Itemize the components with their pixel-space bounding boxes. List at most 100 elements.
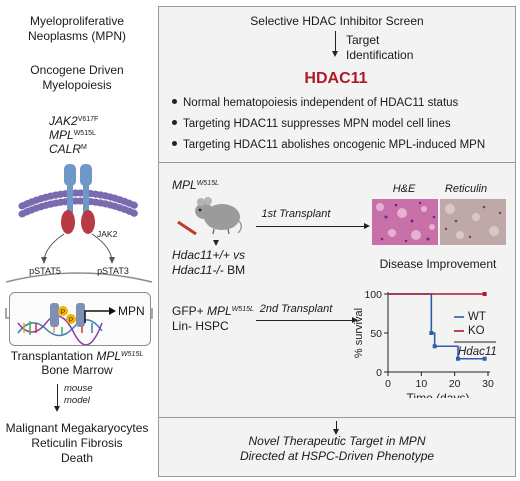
transplant-line1: Transplantation MPLW515L <box>11 349 143 363</box>
y-tick-label: 100 <box>364 289 382 301</box>
series-wt-line <box>388 293 485 360</box>
pstat5-arrow <box>43 233 65 261</box>
mutation-variant: V617F <box>77 116 99 123</box>
hdac-ko-group: Hdac11-/- <box>172 263 224 277</box>
target-line2: Identification <box>346 48 414 62</box>
legend-label-ko: KO <box>468 325 485 337</box>
mutation-calr: CALRM <box>49 142 87 156</box>
transplant-variant: W515L <box>121 351 144 358</box>
conclusion-arrow <box>333 421 339 435</box>
cell-membrane <box>18 189 140 218</box>
oncogene-line2: Myelopoiesis <box>42 78 112 92</box>
transplant-gene: MPL <box>96 349 122 363</box>
mutation-gene: CALR <box>49 142 82 156</box>
divider-bottom <box>158 417 516 418</box>
phospho-label: P <box>69 317 73 324</box>
mouse-model-arrow <box>54 384 60 412</box>
signaling-illustration: JAK2 <box>5 164 153 319</box>
phospho-label: P <box>61 309 65 316</box>
dna-illustration: P P <box>17 303 116 345</box>
gfp-gene: MPL <box>207 304 232 318</box>
pstat3-label: pSTAT3 <box>97 266 129 276</box>
first-transplant-label: 1st Transplant <box>261 208 331 220</box>
conclusion-line2: Directed at HSPC-Driven Phenotype <box>239 449 435 463</box>
gfp-variant: W515L <box>231 306 254 313</box>
hdac11-title: HDAC11 <box>304 70 368 87</box>
lin-hspc-label: Lin- HSPC <box>172 319 229 333</box>
mutation-variant: M <box>81 144 87 151</box>
phospho-markers: P P <box>58 306 76 324</box>
y-tick-label: 0 <box>376 367 382 379</box>
hdac-wt-group: Hdac11+/+ vs <box>172 248 246 262</box>
conclusion-line1: Novel Therapeutic Target in MPN <box>248 434 426 448</box>
mpn-title-line1: Myeloproliferative <box>29 14 125 28</box>
mpn-title-line2: Neoplasms (MPN) <box>27 29 127 43</box>
divider-top <box>158 162 516 163</box>
chart-legend: WT KO Hdac11 <box>454 311 497 358</box>
bullet-abolishes-mpn: Targeting HDAC11 abolishes oncogenic MPL… <box>172 139 485 151</box>
nucleus-top <box>5 272 153 283</box>
disease-improvement-label: Disease Improvement <box>379 257 497 271</box>
pstat5-arrowhead <box>41 257 47 264</box>
second-transplant-arrow <box>256 317 358 323</box>
mutation-jak2: JAK2V617F <box>49 114 98 128</box>
target-line1: Target <box>346 33 380 47</box>
x-tick-label: 30 <box>482 378 494 390</box>
gfp-prefix: GFP+ <box>172 304 208 318</box>
chart-series <box>388 292 487 361</box>
injection-icon <box>177 220 197 236</box>
mutation-gene: JAK2 <box>49 114 78 128</box>
series-wt-point <box>456 356 460 361</box>
x-tick-label: 20 <box>449 378 461 390</box>
screen-title: Selective HDAC Inhibitor Screen <box>250 14 424 28</box>
he-label: H&E <box>392 183 416 195</box>
reticulin-histology-image <box>440 199 506 245</box>
second-transplant-label: 2nd Transplant <box>259 303 333 315</box>
bullet-suppresses-cell-lines: Targeting HDAC11 suppresses MPN model ce… <box>172 118 451 130</box>
screen-arrow <box>332 31 338 57</box>
mpl-receptor <box>64 164 92 214</box>
transplant-line2: Bone Marrow <box>41 363 113 377</box>
series-wt-point <box>432 344 437 349</box>
hdac-groups-line1: Hdac11+/+ vs <box>172 248 245 262</box>
mutation-mpl: MPLW515L <box>49 128 96 142</box>
transplant-text: Transplantation <box>10 349 97 363</box>
x-axis-label: Time (days) <box>407 391 470 398</box>
donor-genotype: MPLW515L <box>172 178 219 192</box>
legend-title: Hdac11 <box>458 346 497 358</box>
x-tick-label: 10 <box>415 378 427 390</box>
jak2-protein <box>61 210 95 234</box>
mutation-gene: MPL <box>49 128 74 142</box>
series-wt-point <box>429 331 434 335</box>
hdac-groups-line2: Hdac11-/- BM <box>172 263 245 277</box>
series-wt-point <box>482 356 487 361</box>
bullet-normal-hematopoiesis: Normal hematopoiesis independent of HDAC… <box>172 97 458 109</box>
jak2-label: JAK2 <box>97 229 118 239</box>
series-ko-point <box>482 292 487 296</box>
y-tick-label: 50 <box>370 328 382 340</box>
donor-gene: MPL <box>172 178 197 192</box>
stat-dimer <box>50 303 85 327</box>
dna-helix <box>17 315 103 345</box>
oncogene-line1: Oncogene Driven <box>30 63 124 77</box>
pstat3-arrowhead <box>109 257 115 264</box>
mouse-icon <box>195 197 242 235</box>
hdac-bm-label: BM <box>223 263 246 277</box>
transcription-arrowhead <box>109 307 116 315</box>
transcription-arrow <box>84 310 110 323</box>
mutation-variant: W515L <box>73 130 96 137</box>
reticulin-label: Reticulin <box>444 183 488 195</box>
mpn-output-label: MPN <box>118 304 145 318</box>
mouse-model-line2: model <box>64 395 90 406</box>
gfp-genotype: GFP+ MPLW515L <box>172 304 254 318</box>
x-tick-label: 0 <box>385 378 391 390</box>
legend-label-wt: WT <box>468 311 486 323</box>
mouse-model-line1: mouse <box>64 383 93 394</box>
donor-variant: W515L <box>196 180 219 187</box>
pstat5-label: pSTAT5 <box>29 266 61 276</box>
first-transplant-arrow <box>256 223 370 229</box>
outcome-megakaryocytes: Malignant Megakaryocytes <box>5 421 149 435</box>
